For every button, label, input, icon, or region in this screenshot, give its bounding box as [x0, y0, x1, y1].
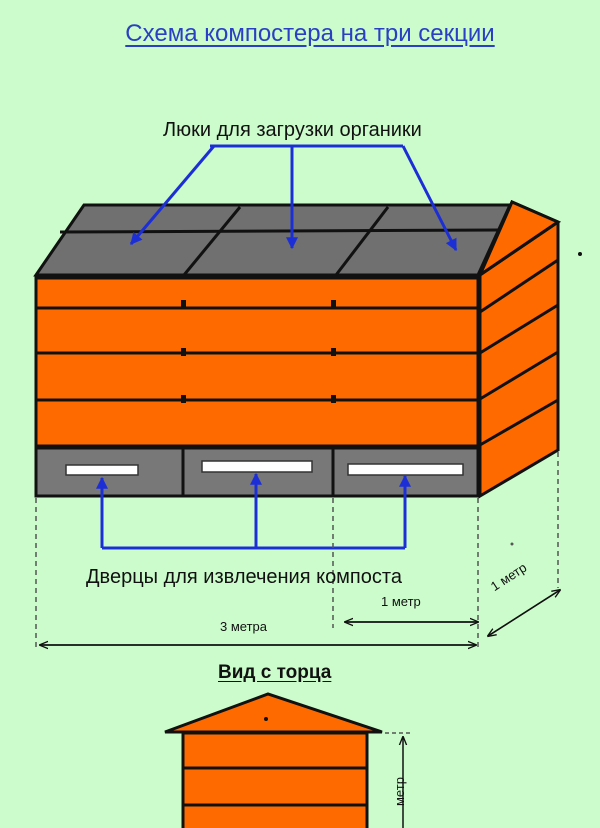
door-arrows — [96, 472, 411, 550]
dimension-lines — [35, 452, 560, 650]
roof-lids — [33, 203, 513, 277]
end-view-drawing — [164, 692, 410, 828]
end-view-title: Вид с торца — [218, 662, 332, 683]
hatches-label: Люки для загрузки органики — [163, 119, 422, 141]
section-width-label: 1 метр — [381, 594, 421, 609]
front-boards — [34, 276, 480, 448]
height-label: метр — [392, 777, 407, 806]
doors-label: Дверцы для извлечения компоста — [86, 566, 402, 588]
diagram-title: Схема компостера на три секции — [125, 20, 495, 47]
total-length-label: 3 метра — [220, 619, 267, 634]
hatch-arrows — [129, 144, 458, 252]
side-panel — [476, 200, 582, 499]
